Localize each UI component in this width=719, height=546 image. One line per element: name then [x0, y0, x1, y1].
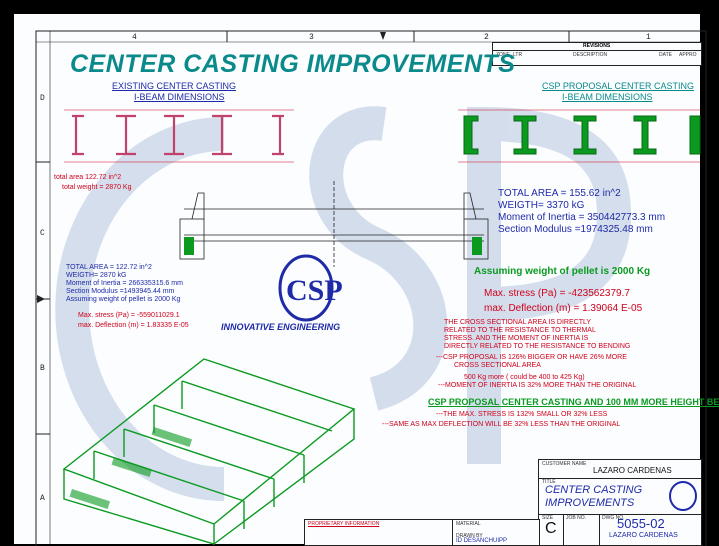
note-line-3: STRESS. AND THE MOMENT OF INERTIA IS — [444, 335, 589, 342]
material-block: MATERIAL DRAWN BY ID DESANCHUIPP — [452, 519, 540, 546]
drawing-sheet: 4 3 2 1 D C B A REVISIONS ZONE LTR DESCR… — [14, 14, 719, 546]
existing-prop-area: TOTAL AREA = 122.72 in^2 — [66, 264, 152, 271]
proposal-ibeams — [458, 109, 701, 163]
proposal-pellet: Assuming weight of pellet is 2000 Kg — [474, 266, 651, 277]
proposal-beam-1 — [463, 115, 479, 155]
existing-total-weight-note: total weight = 2870 Kg — [62, 184, 132, 191]
zone-col-4: 4 — [132, 33, 137, 42]
existing-subheading: I-BEAM DIMENSIONS — [134, 92, 225, 102]
note-line-1: THE CROSS SECTIONAL AREA IS DIRECTLY — [444, 319, 592, 326]
note-line-5: ---CSP PROPOSAL IS 126% BIGGER OR HAVE 2… — [436, 354, 627, 361]
revisions-block: REVISIONS ZONE LTR DESCRIPTION DATE APPR… — [492, 42, 702, 66]
title-block: CUSTOMER NAME LAZARO CARDENAS TITLE CENT… — [538, 459, 702, 546]
csp-logo: CSP — [278, 254, 343, 322]
proprietary-title: PROPRIETARY INFORMATION — [308, 521, 380, 527]
zone-row-c: C — [40, 229, 45, 238]
proposal-modulus: Section Modulus =1974325.48 mm — [498, 224, 653, 235]
proposal-height-line-1: ---THE MAX. STRESS IS 132% SMALL OR 32% … — [436, 411, 608, 418]
note-line-6: CROSS SECTIONAL AREA — [454, 362, 541, 369]
existing-prop-modulus: Section Modulus =1493945.44 mm — [66, 288, 175, 295]
rev-col-appro: APPRO — [679, 52, 697, 58]
proposal-height-line-2: ---SAME AS MAX DEFLECTION WILL BE 32% LE… — [382, 421, 621, 428]
title-block-logo — [669, 481, 697, 511]
drawn-by: ID DESANCHUIPP — [456, 538, 508, 544]
proposal-subheading: I-BEAM DIMENSIONS — [562, 92, 653, 102]
existing-prop-weight: WEIGTH= 2870 kG — [66, 272, 127, 279]
center-casting-side-view — [179, 181, 489, 267]
title-caption: TITLE — [542, 479, 556, 485]
existing-total-area-note: total area 122.72 in^2 — [54, 174, 122, 181]
proposal-total-area: TOTAL AREA = 155.62 in^2 — [498, 188, 621, 199]
rev-col-zone: ZONE — [496, 52, 510, 58]
proposal-moment: Moment of Inertia = 350442773.3 mm — [498, 212, 666, 223]
revisions-header: REVISIONS — [583, 43, 611, 49]
proposal-weight: WEIGTH= 3370 kG — [498, 200, 585, 211]
proposal-max-deflection: max. Deflection (m) = 1.39064 E-05 — [484, 303, 643, 314]
csp-logo-letters: CSP — [286, 274, 343, 307]
zone-row-d: D — [40, 94, 45, 103]
existing-beam-1 — [72, 114, 84, 156]
title-block-title-1: CENTER CASTING — [545, 484, 643, 496]
job-caption: JOB NO. — [566, 515, 587, 521]
proposal-max-stress: Max. stress (Pa) = -423562379.7 — [484, 288, 630, 299]
drawn-caption: DRAWN BY — [456, 533, 483, 539]
size-value: C — [545, 520, 557, 537]
isometric-casting-view — [62, 358, 356, 545]
proposal-beam-3 — [573, 115, 597, 155]
customer-caption: CUSTOMER NAME — [542, 461, 587, 467]
dwg-caption: DWG NO. — [602, 515, 625, 521]
rev-col-date: DATE — [659, 52, 672, 58]
existing-prop-pellet: Assuming weight of pellet is 2000 Kg — [66, 296, 181, 303]
existing-beam-2 — [116, 114, 136, 156]
zone-row-a: A — [40, 494, 45, 503]
existing-max-stress: Max. stress (Pa) = -559011029.1 — [78, 312, 180, 319]
note-line-7: 500 Kg more ( could be 400 to 425 Kg) — [464, 374, 585, 381]
note-line-2: RELATED TO THE RESISTANCE TO THERMAL — [444, 327, 596, 334]
existing-beam-3 — [164, 114, 184, 156]
zone-col-2: 2 — [484, 33, 489, 42]
size-caption: SIZE — [542, 515, 554, 521]
material-caption: MATERIAL — [456, 521, 481, 527]
zone-col-3: 3 — [309, 33, 314, 42]
dwg-sub: LAZARO CARDENAS — [609, 532, 678, 539]
proposal-heading: CSP PROPOSAL CENTER CASTING — [542, 81, 695, 91]
proposal-height-heading: CSP PROPOSAL CENTER CASTING AND 100 MM M… — [428, 397, 719, 407]
proprietary-block: PROPRIETARY INFORMATION — [304, 519, 454, 546]
proposal-beam-4 — [633, 115, 657, 155]
csp-watermark — [55, 106, 632, 501]
title-block-title-2: IMPROVEMENTS — [545, 497, 635, 509]
note-line-4: DIRECTLY RELATED TO THE RESISTANCE TO BE… — [444, 343, 631, 350]
existing-heading: EXISTING CENTER CASTING — [112, 81, 237, 91]
rev-col-ltr: LTR — [513, 52, 523, 58]
customer-name: LAZARO CARDENAS — [593, 466, 672, 475]
zone-col-1: 1 — [646, 33, 651, 42]
dwg-number: 5055-02 — [617, 516, 665, 531]
note-line-8: ---MOMENT OF INERTIA IS 32% MORE THAN TH… — [438, 382, 637, 389]
proposal-beam-5 — [689, 115, 701, 155]
page-title: CENTER CASTING IMPROVEMENTS — [70, 50, 516, 78]
existing-max-deflection: max. Deflection (m) = 1.83335 E-05 — [78, 322, 189, 329]
logo-tagline: INNOVATIVE ENGINEERING — [221, 322, 341, 332]
rev-col-description: DESCRIPTION — [573, 52, 608, 58]
existing-ibeams — [64, 109, 294, 163]
existing-beam-5 — [272, 114, 284, 156]
existing-prop-moment: Moment of Inertia = 266335315.6 mm — [66, 280, 183, 287]
border-frame — [35, 30, 707, 546]
proposal-beam-2 — [513, 115, 537, 155]
existing-beam-4 — [212, 114, 232, 156]
zone-row-b: B — [40, 364, 45, 373]
